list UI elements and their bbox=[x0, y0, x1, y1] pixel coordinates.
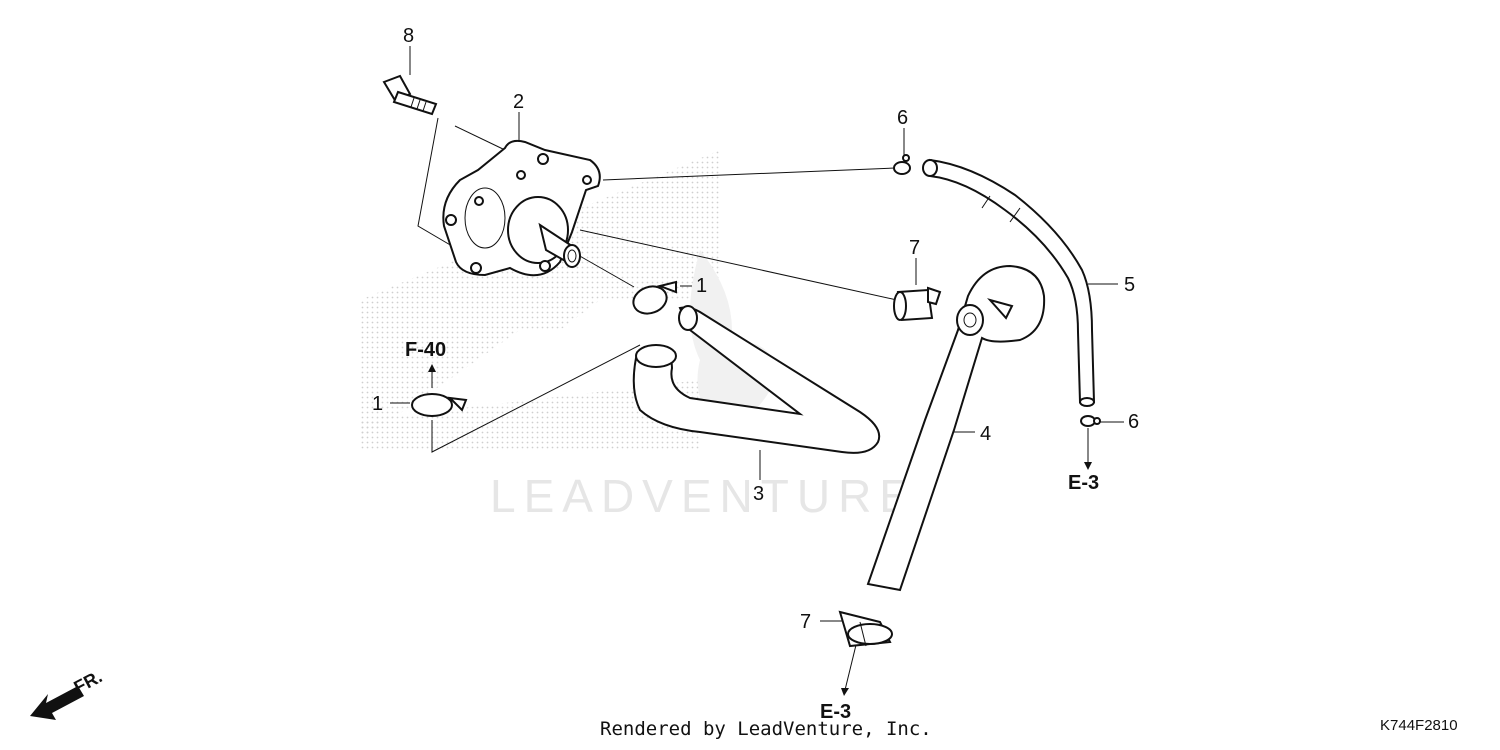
callout-7-upper: 7 bbox=[909, 237, 920, 259]
hose-band-part-7-lower bbox=[838, 610, 893, 648]
callout-8: 8 bbox=[403, 25, 414, 47]
coolant-hose-part-4 bbox=[866, 264, 1046, 592]
coolant-hose-part-3 bbox=[632, 305, 881, 454]
callout-2: 2 bbox=[513, 91, 524, 113]
reference-e3-bottom: E-3 bbox=[820, 701, 851, 723]
front-direction-arrow-icon bbox=[30, 686, 84, 720]
brand-watermark-dotted bbox=[360, 150, 780, 450]
leader-lines bbox=[390, 46, 1124, 696]
bolt-part-8 bbox=[382, 74, 438, 116]
callout-4: 4 bbox=[980, 423, 991, 445]
callout-6-bottom: 6 bbox=[1128, 411, 1139, 433]
callout-3: 3 bbox=[753, 483, 764, 505]
callout-1-left: 1 bbox=[372, 393, 383, 415]
clamp-part-6-bottom bbox=[1080, 415, 1101, 427]
callout-7-lower: 7 bbox=[800, 611, 811, 633]
reference-e3-right: E-3 bbox=[1068, 472, 1099, 494]
callout-5: 5 bbox=[1124, 274, 1135, 296]
water-pump-part-2 bbox=[442, 139, 601, 277]
hose-band-part-7-upper bbox=[893, 286, 942, 322]
callout-1-pump: 1 bbox=[696, 275, 707, 297]
small-hose-part-5 bbox=[922, 158, 1096, 407]
diagram-code: K744F2810 bbox=[1380, 717, 1458, 734]
clamp-part-6-top bbox=[893, 154, 911, 175]
callout-6-top: 6 bbox=[897, 107, 908, 129]
render-credit: Rendered by LeadVenture, Inc. bbox=[600, 718, 932, 740]
clip-part-1-pump bbox=[632, 280, 677, 315]
clip-part-1-left bbox=[411, 393, 468, 417]
leadventure-watermark: LEADVENTURE bbox=[490, 470, 918, 522]
reference-f40: F-40 bbox=[405, 339, 446, 361]
